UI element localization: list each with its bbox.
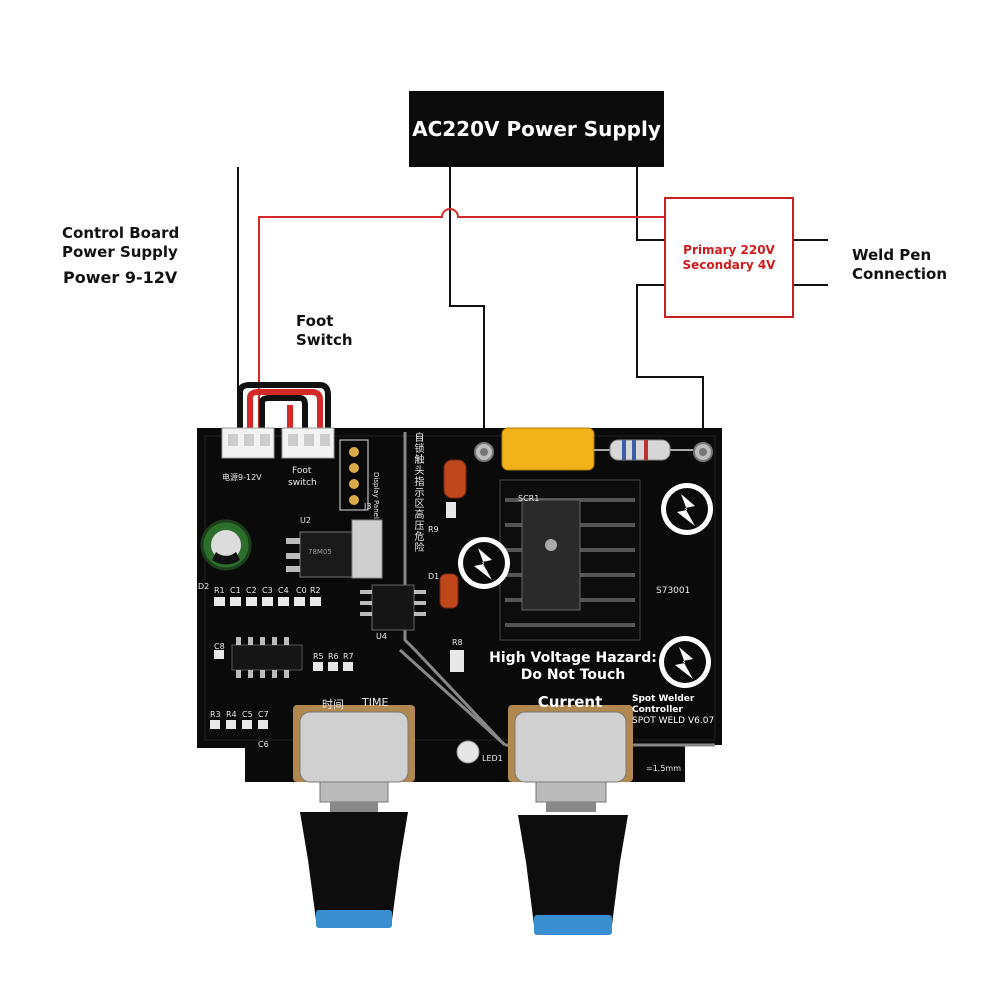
silk-cn-vertical: 自锁触头指示区高压危险 — [412, 432, 423, 553]
silk-d1: D1 — [428, 572, 440, 581]
weld-pen-label: Weld Pen Connection — [852, 246, 947, 284]
silk-scr1: SCR1 — [518, 494, 540, 503]
controller-line3: SPOT WELD V6.07 — [632, 716, 715, 726]
wire-supply-to-transformer — [636, 167, 664, 241]
silk-c3: C3 — [262, 586, 273, 595]
led — [456, 740, 480, 764]
hazard-warning: High Voltage Hazard: Do Not Touch — [478, 650, 668, 684]
silk-foot-conn2: switch — [288, 478, 317, 488]
film-capacitor — [501, 427, 595, 471]
red-wire-foot-switch — [258, 208, 664, 430]
red-capacitor — [443, 459, 467, 499]
silk-u2: U2 — [300, 516, 311, 525]
silk-j3: J3 — [364, 502, 372, 511]
black-wires — [237, 167, 828, 452]
transformer-box: Primary 220V Secondary 4V — [664, 197, 794, 318]
time-potentiometer — [293, 705, 415, 928]
silk-c6: C6 — [258, 740, 269, 749]
current-label: Current — [537, 693, 603, 711]
time-cn-label: 时间 — [322, 698, 344, 711]
hv-symbols — [458, 483, 713, 688]
silk-c7: C7 — [258, 710, 269, 719]
silk-c5: C5 — [242, 710, 253, 719]
controller-line2: Controller — [632, 705, 683, 715]
silk-r5: R5 — [313, 652, 324, 661]
silk-c1: C1 — [230, 586, 241, 595]
foot-switch-label: Foot Switch — [296, 312, 353, 350]
controller-line1: Spot Welder — [632, 694, 695, 704]
control-board-label: Control Board Power Supply — [62, 224, 179, 262]
weld-pen-line1: Weld Pen — [852, 246, 932, 264]
weld-pen-line2: Connection — [852, 265, 948, 283]
current-potentiometer — [508, 705, 633, 935]
control-board-line2: Power Supply — [62, 243, 178, 261]
chip-soic — [231, 644, 303, 671]
silk-r1: R1 — [214, 586, 225, 595]
wire-transformer-to-board — [636, 284, 704, 452]
transformer-secondary: Secondary 4V — [682, 257, 776, 272]
control-board-voltage: Power 9-12V — [63, 268, 178, 287]
silk-foot-conn1: Foot — [292, 466, 312, 476]
silk-c2: C2 — [246, 586, 257, 595]
silk-regulator: 78M05 — [308, 548, 332, 556]
silk-c8: C8 — [214, 642, 225, 651]
foot-line1: Foot — [296, 312, 334, 330]
silk-d2: D2 — [198, 582, 210, 591]
foot-line2: Switch — [296, 331, 353, 349]
hazard-line2: Do Not Touch — [520, 667, 626, 683]
silk-thickness: =1.5mm — [646, 764, 682, 773]
silk-r9: R9 — [428, 525, 439, 534]
control-board-line1: Control Board — [62, 224, 180, 242]
silk-r4: R4 — [226, 710, 237, 719]
regulator-u2 — [299, 531, 353, 578]
controller-label: Spot Welder Controller SPOT WELD V6.07 — [632, 694, 714, 727]
silk-display-panel: Display Panel — [372, 472, 380, 519]
time-label: TIME — [362, 696, 389, 709]
silk-led1: LED1 — [482, 754, 503, 763]
silk-u4: U4 — [376, 632, 387, 641]
silk-r7: R7 — [343, 652, 354, 661]
silk-r2: R2 — [310, 586, 321, 595]
silk-r6: R6 — [328, 652, 339, 661]
heatsink — [499, 479, 641, 641]
silk-c4: C4 — [278, 586, 289, 595]
silk-c0: C0 — [296, 586, 307, 595]
wire-supply-to-board — [449, 167, 485, 452]
chip-u4 — [371, 584, 415, 631]
silk-r8: R8 — [452, 638, 463, 647]
transformer-primary: Primary 220V — [683, 242, 775, 257]
ac-power-supply-label: AC220V Power Supply — [412, 117, 661, 141]
silk-model: S73001 — [656, 586, 691, 596]
hazard-line1: High Voltage Hazard: — [489, 650, 657, 666]
silk-r3: R3 — [210, 710, 221, 719]
ac-power-supply-box: AC220V Power Supply — [409, 91, 664, 167]
silk-power-conn: 电源9-12V — [222, 473, 262, 482]
power-resistor — [609, 439, 671, 461]
